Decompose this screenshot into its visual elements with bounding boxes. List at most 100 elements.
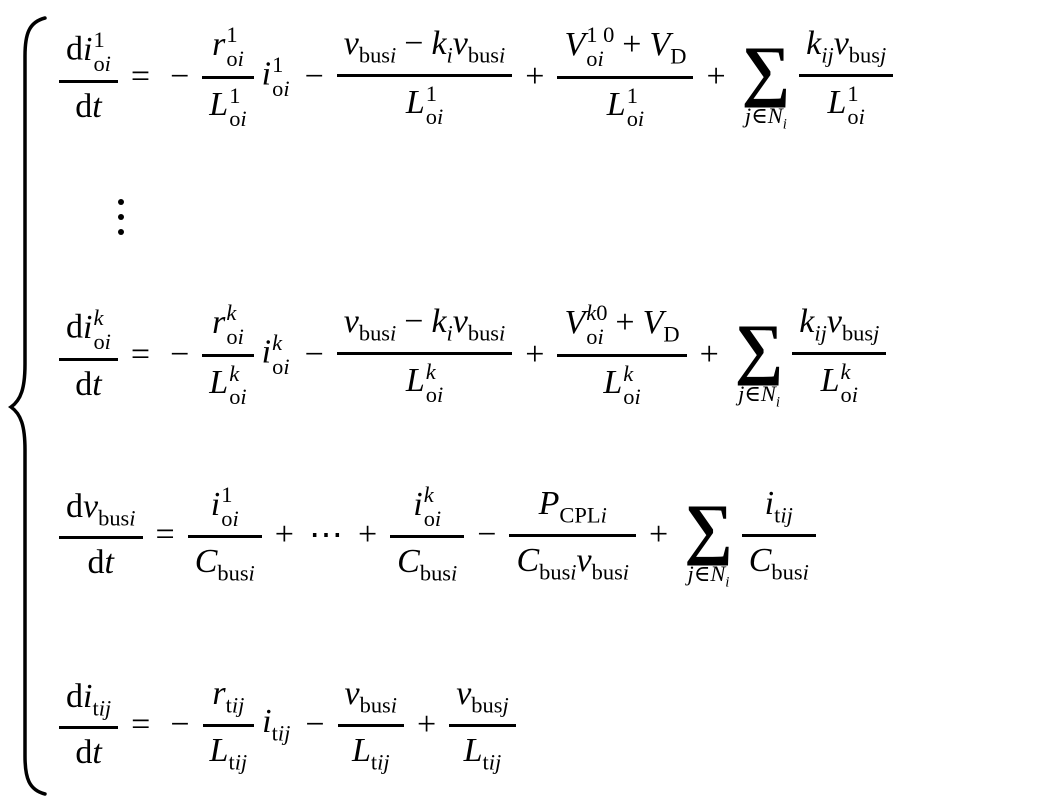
math-symbol: i — [776, 395, 780, 411]
glyph: k — [226, 300, 237, 326]
fraction-bar — [202, 353, 254, 357]
glyph: o — [626, 106, 638, 132]
math-symbol: vbusi — [345, 675, 398, 717]
glyph: k — [806, 25, 822, 63]
glyph: C — [194, 543, 218, 581]
math-symbol: VD — [649, 26, 686, 68]
math-symbol: o — [229, 384, 240, 409]
math-symbol: i — [390, 321, 396, 346]
math-symbol: o — [627, 106, 638, 131]
subscript: busi — [592, 559, 629, 584]
subscript: busi — [217, 561, 254, 586]
numerator: kijvbusj — [799, 25, 893, 68]
superscript: 1 — [847, 80, 859, 106]
glyph: N — [760, 381, 776, 407]
math-symbol: D — [663, 321, 679, 346]
math-symbol: 1 — [229, 83, 240, 108]
glyph: i — [436, 104, 444, 130]
math-symbol: vbusi — [344, 25, 397, 67]
operator: − — [304, 336, 324, 373]
subscript: busj — [471, 693, 508, 718]
math-symbol: PCPLi — [539, 485, 607, 527]
glyph: j — [744, 103, 752, 129]
glyph: t — [271, 720, 278, 746]
math-symbol: d — [66, 31, 83, 68]
math-symbol: i — [238, 324, 244, 349]
superscript: 1 — [93, 28, 104, 52]
glyph: i — [802, 559, 809, 585]
numerator: rtij — [205, 675, 251, 718]
math-symbol: o — [426, 382, 437, 407]
operator: − — [404, 25, 424, 63]
subscript: oi — [586, 325, 603, 349]
glyph: 1 — [847, 80, 859, 106]
glyph: t — [104, 544, 114, 582]
math-symbol: i — [105, 51, 111, 76]
fraction-bar — [202, 723, 255, 727]
glyph: v — [452, 303, 468, 341]
subscript: oi — [627, 107, 644, 131]
glyph: i — [83, 678, 93, 716]
glyph: L — [209, 363, 229, 401]
math-symbol: d — [75, 734, 92, 771]
math-symbol: o — [623, 384, 634, 409]
subscript: D — [670, 43, 686, 68]
glyph: i — [499, 42, 506, 68]
glyph: i — [413, 485, 423, 523]
summation: ∑j∈Ni — [684, 495, 732, 591]
glyph: r — [212, 675, 226, 713]
math-symbol: vbusj — [834, 25, 887, 67]
glyph: k — [623, 360, 634, 386]
glyph: ij — [377, 749, 390, 775]
glyph: ij — [821, 42, 834, 68]
math-symbol: i — [783, 117, 787, 133]
glyph: i — [570, 559, 577, 585]
glyph: i — [237, 323, 244, 349]
math-symbol: Cbusi — [397, 543, 457, 585]
superscript: 1 — [229, 83, 240, 108]
glyph: ⋯ — [308, 517, 343, 554]
glyph: V — [642, 303, 664, 341]
glyph: o — [847, 104, 859, 130]
superscript: 1 — [426, 81, 437, 106]
subscript: oi — [221, 507, 238, 531]
operator: + — [699, 336, 719, 373]
glyph: o — [586, 323, 598, 349]
denominator: dt — [68, 88, 108, 125]
subscript: ij — [821, 43, 833, 68]
math-symbol: vbusi — [452, 303, 506, 345]
math-symbol: i — [725, 575, 729, 591]
glyph: bus — [98, 505, 130, 531]
math-symbol: 1 0 — [586, 22, 614, 47]
math-symbol: bus — [468, 321, 499, 346]
math-symbol: ij — [232, 693, 244, 718]
math-symbol: Ni — [760, 381, 780, 410]
glyph: k — [423, 482, 434, 508]
numerator: vbusj — [449, 675, 516, 718]
subscript: oi — [424, 507, 441, 531]
glyph: d — [66, 488, 83, 526]
glyph: v — [456, 675, 472, 713]
math-symbol: VD — [642, 303, 680, 346]
math-symbol: o — [586, 46, 597, 71]
subscript: tij — [371, 749, 390, 774]
math-symbol: i — [623, 559, 629, 584]
math-symbol: vbusi — [83, 488, 136, 530]
denominator: Ltij — [203, 732, 255, 775]
glyph: i — [858, 104, 865, 130]
subscript: oi — [426, 105, 443, 129]
math-symbol: i — [391, 693, 397, 718]
glyph: o — [586, 45, 598, 71]
operator: − — [304, 58, 324, 95]
subscript: i — [447, 43, 453, 68]
operator: + — [615, 303, 635, 341]
